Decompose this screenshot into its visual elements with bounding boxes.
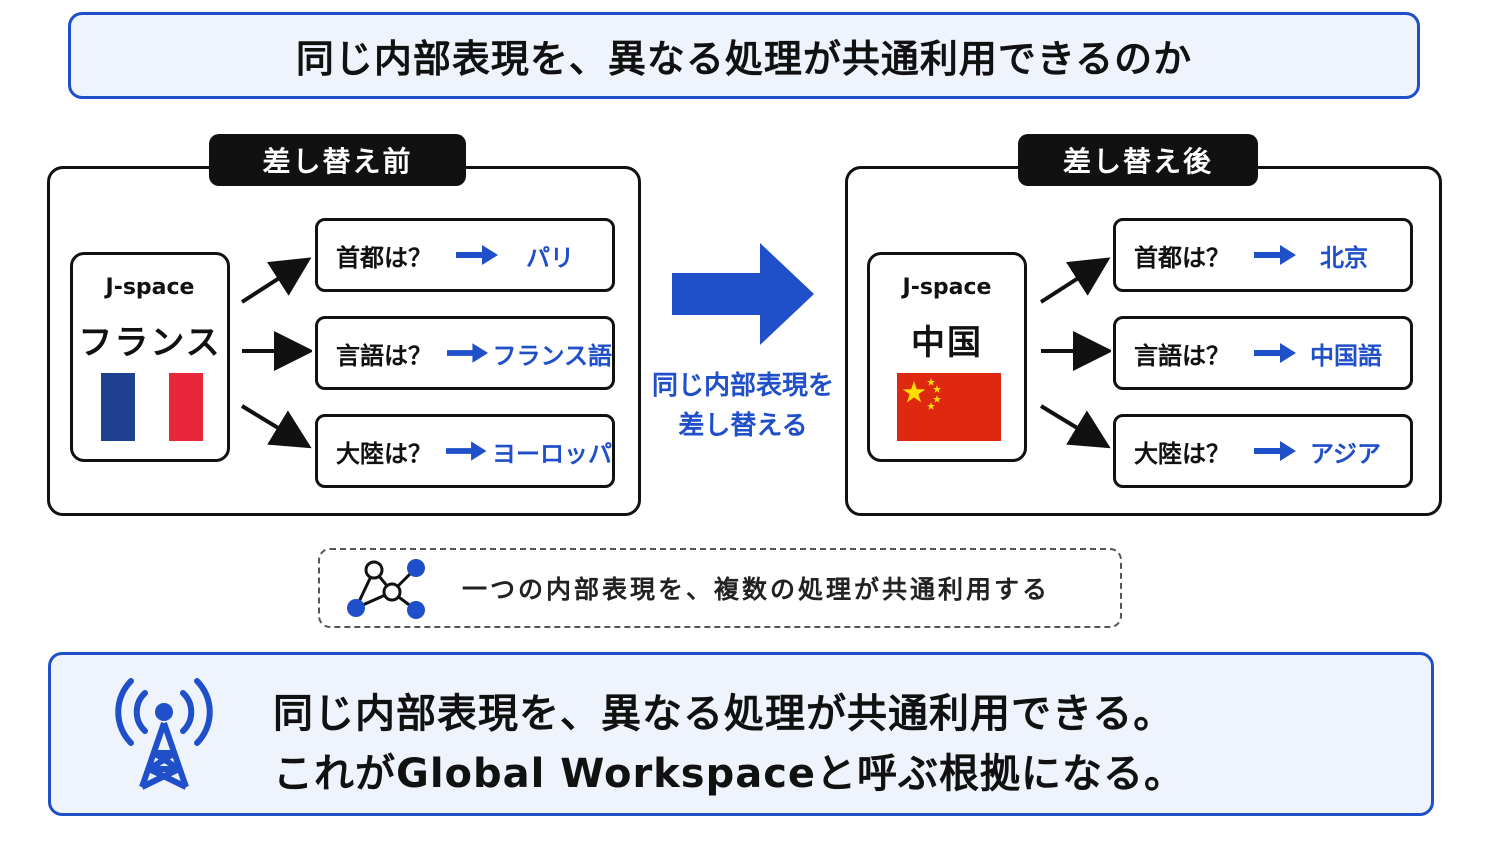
- after-jspace-box: J-space 中国: [867, 252, 1027, 462]
- question-label: 言語は？: [1134, 341, 1230, 370]
- answer-label: フランス語: [492, 341, 612, 370]
- before-jspace-label: J-space: [105, 275, 195, 300]
- answer-label: パリ: [526, 243, 574, 272]
- conclusion-line2: これがGlobal Workspaceと呼ぶ根拠になる。: [273, 751, 1186, 797]
- shared-note-box: 一つの内部表現を、複数の処理が共通利用する: [318, 548, 1122, 628]
- before-row-1: 首都は？ パリ: [315, 218, 615, 292]
- before-row-3: 大陸は？ ヨーロッパ: [315, 414, 615, 488]
- right-arrow-icon: [447, 343, 489, 363]
- before-country-name: フランス: [78, 323, 222, 363]
- question-label: 首都は？: [336, 243, 432, 272]
- arrow-up: [1039, 257, 1111, 304]
- after-branch-arrows: [1039, 257, 1111, 449]
- conclusion-box: 同じ内部表現を、異なる処理が共通利用できる。 これがGlobal Workspa…: [48, 652, 1434, 816]
- right-arrow-icon: [445, 441, 487, 461]
- after-row-1: 首都は？ 北京: [1113, 218, 1413, 292]
- right-arrow-icon: [1254, 441, 1296, 461]
- answer-label: 中国語: [1310, 341, 1382, 370]
- answer-label: ヨーロッパ: [492, 439, 612, 468]
- swap-caption: 同じ内部表現を 差し替える: [644, 366, 842, 446]
- question-label: 首都は？: [1134, 243, 1230, 272]
- question-label: 言語は？: [336, 341, 432, 370]
- after-country-name: 中国: [911, 323, 983, 363]
- swap-caption-line1: 同じ内部表現を: [651, 371, 834, 401]
- arrow-down: [240, 404, 312, 449]
- before-jspace-box: J-space フランス: [70, 252, 230, 462]
- question-label: 大陸は？: [336, 439, 432, 468]
- network-graph-icon: [347, 559, 425, 619]
- right-arrow-icon: [1254, 245, 1296, 265]
- page-title: 同じ内部表現を、異なる処理が共通利用できるのか: [68, 12, 1420, 99]
- before-branch-arrows: [240, 257, 312, 449]
- after-row-3: 大陸は？ アジア: [1113, 414, 1413, 488]
- arrow-up: [240, 257, 312, 304]
- answer-label: 北京: [1320, 243, 1368, 272]
- china-flag-icon: [897, 373, 1001, 441]
- after-jspace-label: J-space: [902, 275, 992, 300]
- answer-label: アジア: [1310, 439, 1382, 468]
- page-title-text: 同じ内部表現を、異なる処理が共通利用できるのか: [295, 37, 1193, 81]
- after-panel-label: 差し替え後: [1018, 134, 1258, 186]
- before-panel-label: 差し替え前: [209, 134, 466, 186]
- arrow-down: [1039, 404, 1111, 449]
- big-right-arrow-icon: [672, 243, 814, 345]
- shared-note-text: 一つの内部表現を、複数の処理が共通利用する: [462, 575, 1051, 604]
- swap-caption-line2: 差し替える: [678, 411, 808, 441]
- right-arrow-icon: [456, 245, 498, 265]
- before-row-2: 言語は？ フランス語: [315, 316, 615, 390]
- after-row-2: 言語は？ 中国語: [1113, 316, 1413, 390]
- question-label: 大陸は？: [1134, 439, 1230, 468]
- right-arrow-icon: [1254, 343, 1296, 363]
- conclusion-line1: 同じ内部表現を、異なる処理が共通利用できる。: [273, 691, 1175, 737]
- france-flag-icon: [101, 373, 203, 441]
- broadcast-tower-icon: [115, 678, 213, 790]
